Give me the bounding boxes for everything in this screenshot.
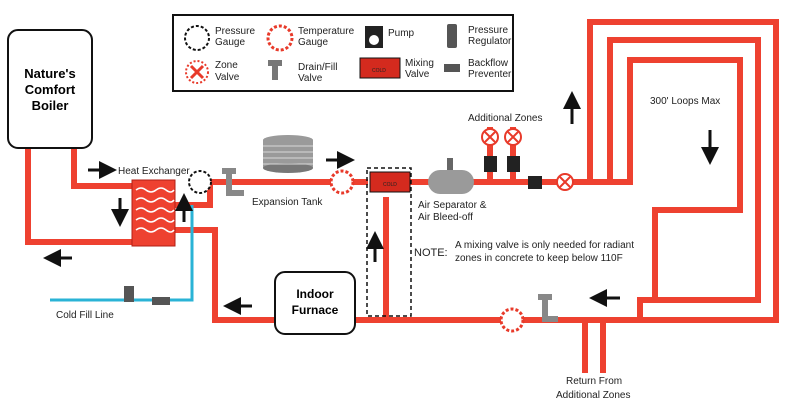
cold-fill-line	[50, 205, 194, 302]
furnace-label-1: Indoor	[296, 287, 334, 301]
legend: Pressure Gauge Temperature Gauge Pump Pr…	[172, 14, 514, 92]
note-line-2: zones in concrete to keep below 110F	[455, 253, 623, 264]
main-pump	[528, 176, 542, 189]
pressure-gauge-supply	[188, 170, 212, 194]
furnace-label-2: Furnace	[292, 303, 339, 317]
drain-fill-valve-top	[222, 168, 244, 196]
return-from-label-1: Return From	[566, 376, 622, 387]
air-separator-label-1: Air Separator &	[418, 200, 487, 211]
mixing-valve-icon	[359, 57, 401, 79]
legend-mixing-valve-1: Mixing	[405, 58, 434, 69]
loop-inner	[607, 57, 743, 303]
boiler-label-2: Comfort	[25, 82, 76, 97]
mixing-valve-cold-tag: COLD	[383, 182, 397, 188]
legend-zone-valve-1: Zone	[215, 60, 238, 71]
loop-outer	[587, 19, 779, 323]
legend-mixing-valve-2: Valve	[405, 69, 430, 80]
indoor-furnace: Indoor Furnace	[274, 271, 356, 335]
legend-pressure-gauge-1: Pressure	[215, 26, 255, 37]
legend-pump: Pump	[388, 28, 415, 39]
temperature-gauge-return	[499, 307, 525, 333]
legend-backflow-2: Preventer	[468, 69, 512, 80]
boiler-label-3: Boiler	[32, 98, 69, 113]
legend-pressure-regulator-1: Pressure	[468, 25, 508, 36]
pressure-regulator-fill	[124, 286, 134, 302]
legend-pressure-regulator-2: Regulator	[468, 36, 512, 47]
loops-max-label: 300' Loops Max	[650, 96, 720, 107]
legend-zone-valve-2: Valve	[215, 72, 240, 83]
heat-exchanger: Heat Exchanger	[118, 166, 190, 247]
legend-drain-fill-1: Drain/Fill	[298, 62, 337, 73]
boiler: Nature's Comfort Boiler	[7, 29, 93, 149]
legend-pressure-gauge-2: Gauge	[215, 37, 245, 48]
note-lead: NOTE:	[414, 247, 448, 259]
zone-pump-2	[507, 156, 520, 172]
boiler-label-1: Nature's	[24, 66, 76, 81]
flow-arrows	[43, 91, 719, 315]
expansion-tank-label: Expansion Tank	[252, 197, 323, 208]
expansion-tank: Expansion Tank	[252, 135, 323, 208]
air-separator-label-2: Air Bleed-off	[418, 212, 473, 223]
drain-fill-valve-icon	[268, 60, 282, 80]
backflow-preventer-icon	[444, 64, 460, 72]
legend-temperature-gauge-1: Temperature	[298, 26, 355, 37]
note-line-1: A mixing valve is only needed for radian…	[455, 240, 634, 251]
additional-zones-label: Additional Zones	[468, 113, 543, 124]
cold-fill-label: Cold Fill Line	[56, 310, 114, 321]
temperature-gauge-supply	[329, 169, 355, 195]
backflow-preventer-fill	[152, 297, 170, 305]
boiler-return-pipe	[25, 147, 133, 245]
legend-mixing-cold-tag: COLD	[372, 68, 386, 74]
temperature-gauge-icon	[266, 24, 294, 52]
legend-drain-fill-2: Valve	[298, 73, 323, 84]
hx-to-furnace-pipe	[172, 227, 278, 323]
drain-fill-valve-return	[538, 294, 558, 322]
heat-exchanger-label: Heat Exchanger	[118, 166, 190, 177]
legend-backflow-1: Backflow	[468, 58, 509, 69]
pressure-regulator-icon	[447, 24, 457, 48]
boiler-supply-pipe	[71, 147, 143, 189]
legend-temperature-gauge-2: Gauge	[298, 37, 328, 48]
return-from-label-2: Additional Zones	[556, 390, 631, 401]
pressure-gauge-icon	[184, 25, 210, 51]
zone-pump-1	[484, 156, 497, 172]
air-separator: Air Separator & Air Bleed-off	[418, 158, 487, 223]
